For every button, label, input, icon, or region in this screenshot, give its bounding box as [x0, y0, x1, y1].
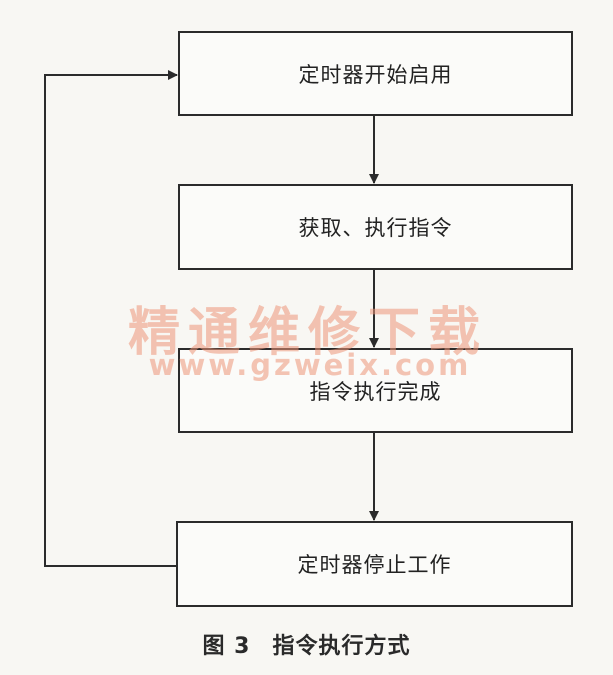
flow-step-timer-stop: 定时器停止工作	[176, 521, 573, 607]
flow-step-label: 定时器开始启用	[298, 62, 453, 87]
flow-step-label: 获取、执行指令	[298, 216, 453, 240]
figure-caption: 图 3 指令执行方式	[0, 628, 613, 660]
watermark-text: 精通维修下载	[128, 302, 489, 363]
flow-step-execution-complete: 指令执行完成	[178, 348, 573, 433]
flow-step-label: 指令执行完成	[309, 379, 442, 404]
watermark-url: www.gzweix.com	[148, 348, 472, 382]
loop-back-arrow	[44, 70, 178, 567]
flow-step-fetch-execute: 获取、执行指令	[178, 184, 573, 270]
flow-step-label: 定时器停止工作	[297, 553, 452, 577]
flow-step-timer-start: 定时器开始启用	[178, 31, 573, 116]
figure-title: 指令执行方式	[272, 634, 411, 659]
figure-label: 图 3	[202, 634, 251, 659]
